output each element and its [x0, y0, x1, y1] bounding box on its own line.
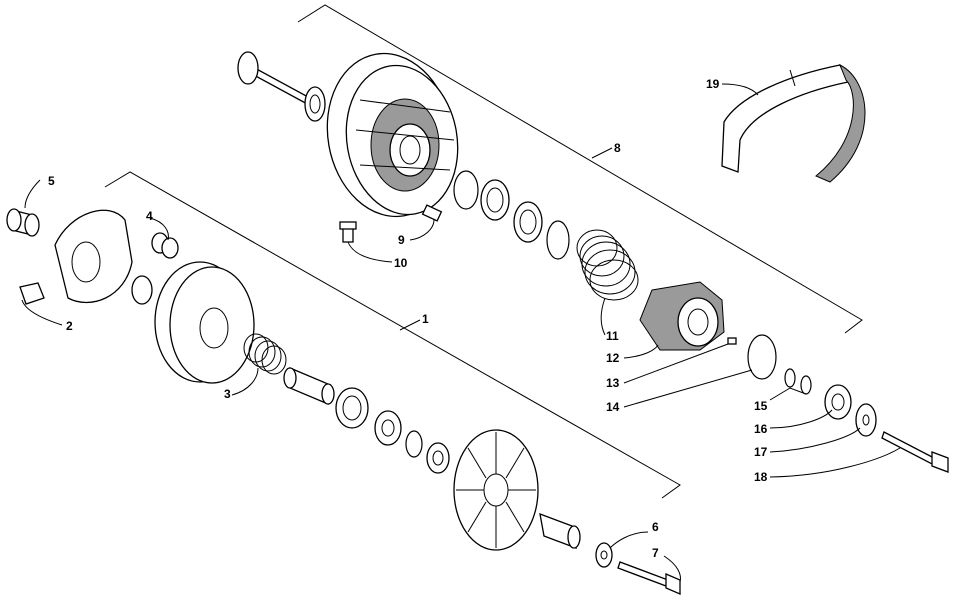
bushing-part [824, 384, 852, 420]
snap-ring-upper [453, 170, 479, 210]
callout-5: 5 [48, 174, 55, 188]
callout-3: 3 [224, 387, 231, 401]
snap-ring-lower [405, 430, 423, 458]
callout-1: 1 [422, 312, 429, 326]
callout-19: 19 [706, 77, 720, 91]
leader-19 [721, 83, 759, 96]
leader-10 [347, 241, 393, 263]
leader-16 [769, 409, 833, 429]
bolt-part [881, 431, 949, 473]
upper-sheave-part [326, 52, 459, 218]
screw-part [339, 221, 357, 243]
leader-12 [623, 344, 659, 359]
leader-2 [21, 299, 63, 326]
washer-lower-part [151, 232, 179, 259]
spring-lower-part [243, 333, 287, 375]
pin-part [421, 204, 443, 222]
callout-10: 10 [394, 256, 408, 270]
belt-part [721, 63, 866, 183]
callout-14: 14 [606, 400, 620, 414]
callout-12: 12 [606, 351, 620, 365]
bearing-lower-b [426, 442, 450, 474]
callout-17: 17 [754, 445, 768, 459]
bolt-7-part [617, 561, 681, 595]
leader-17 [769, 427, 861, 453]
movable-sheave-part [154, 261, 255, 384]
sleeve-part [237, 51, 326, 122]
leader-1 [399, 319, 421, 331]
fixed-sheave-part [453, 429, 539, 551]
leader-5 [24, 179, 41, 209]
bushing-upper-b [513, 201, 543, 243]
washer-6-part [595, 542, 613, 568]
callout-16: 16 [754, 422, 768, 436]
bushing-lower-large [335, 387, 369, 429]
leader-8 [591, 147, 613, 159]
key-part [727, 337, 737, 345]
callout-11: 11 [606, 329, 619, 343]
callout-4: 4 [146, 209, 153, 223]
bushing-upper-a [480, 179, 510, 221]
callout-6: 6 [652, 520, 659, 534]
callout-8: 8 [614, 141, 621, 155]
washer-part [855, 403, 877, 437]
bushing-small-part [131, 275, 153, 305]
bracket-group-1 [104, 171, 681, 499]
leader-3 [231, 367, 259, 396]
callout-2: 2 [66, 319, 73, 333]
leader-15 [769, 387, 807, 401]
leader-7 [663, 555, 681, 583]
washer-pair-part [784, 368, 812, 395]
callout-15: 15 [754, 399, 768, 413]
leader-6 [609, 531, 649, 549]
cam-housing-part [639, 281, 725, 351]
retaining-ring-part [747, 334, 777, 380]
leader-18 [769, 447, 901, 478]
leader-11 [600, 297, 606, 336]
spring-upper [576, 229, 639, 301]
leader-9 [409, 219, 435, 241]
hub-part [539, 512, 581, 550]
sleeve-lower-part [283, 367, 335, 405]
ring-upper [546, 220, 570, 260]
callout-13: 13 [606, 376, 620, 390]
bushing-lower-part [6, 208, 40, 237]
spider-part [19, 209, 133, 305]
bracket-group-8 [297, 4, 863, 334]
leader-14 [623, 369, 753, 408]
callout-9: 9 [398, 233, 405, 247]
callout-7: 7 [652, 546, 659, 560]
callout-18: 18 [754, 470, 768, 484]
leader-13 [623, 343, 729, 384]
leader-4 [149, 217, 169, 241]
bearing-lower [374, 410, 402, 446]
